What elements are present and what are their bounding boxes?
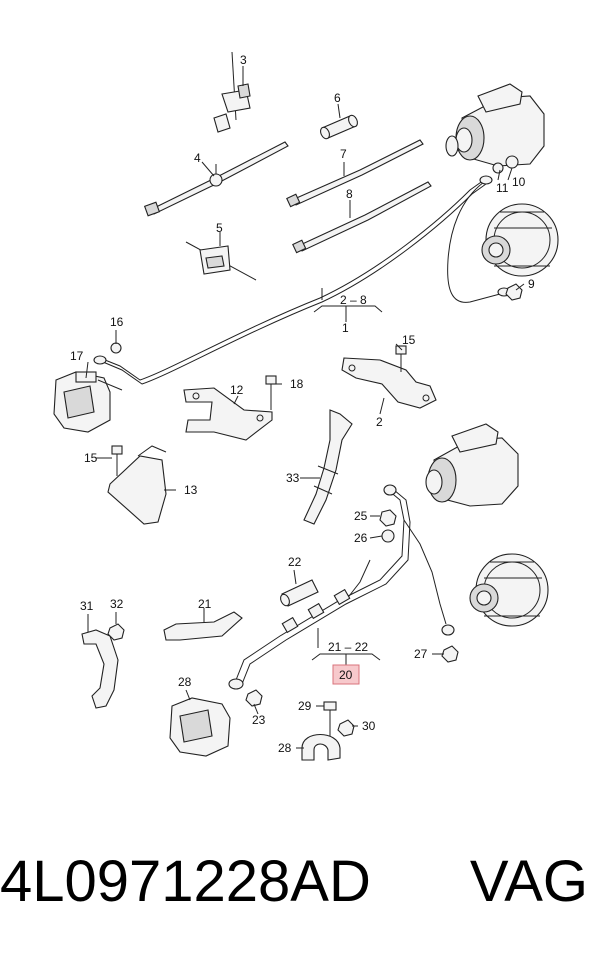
callout-15-upper: 15	[402, 333, 416, 347]
callout-5: 5	[216, 221, 223, 235]
part-starter-upper	[445, 83, 545, 167]
callout-12: 12	[230, 383, 244, 397]
callout-31: 31	[80, 599, 94, 613]
part-nut-10-11	[492, 155, 519, 174]
part-bracket-13	[107, 445, 167, 525]
callout-26: 27	[414, 647, 428, 661]
callout-32: 32	[110, 597, 124, 611]
part-bracket-31	[81, 629, 119, 709]
part-cable-tie-7	[286, 139, 424, 208]
callout-2: 2	[376, 415, 383, 429]
callout-16: 16	[110, 315, 124, 329]
part-bolt-15-lower	[111, 445, 123, 476]
parts-diagram: 3 6 4 7 8 10 11 5 9 2 – 8 1 16 17 15 18 …	[53, 51, 559, 761]
callout-10: 10	[512, 175, 526, 189]
range-bracket-upper	[313, 288, 383, 322]
callout-17: 17	[70, 349, 84, 363]
part-alternator-upper	[481, 203, 559, 277]
callout-33: 33	[286, 471, 300, 485]
callout-4: 4	[194, 151, 201, 165]
part-number: 4L0971228AD	[0, 849, 371, 914]
range-label-lower: 21 – 22	[328, 640, 368, 654]
callout-23: 23	[252, 713, 266, 727]
callout-22: 22	[288, 555, 302, 569]
part-bracket-12	[183, 387, 273, 441]
part-clip-strip-33	[303, 409, 353, 525]
part-sleeve-22	[280, 579, 319, 607]
callout-28: 28	[278, 741, 292, 755]
callout-labels: 3 6 4 7 8 10 11 5 9 2 – 8 1 16 17 15 18 …	[70, 53, 535, 755]
part-clip-5	[185, 232, 257, 281]
callout-1: 1	[342, 321, 349, 335]
part-relay-17	[53, 371, 123, 433]
part-harness-20	[228, 484, 455, 690]
footer: 4L0971228AD VAG	[0, 848, 600, 948]
callout-7: 7	[340, 147, 347, 161]
callout-11: 11	[496, 181, 509, 195]
highlight-box-20	[332, 664, 360, 685]
part-sleeve-25	[381, 529, 395, 543]
part-nut-30	[337, 719, 355, 737]
range-label-upper: 2 – 8	[340, 293, 367, 307]
callout-30: 30	[362, 719, 376, 733]
callout-15-lower: 15	[84, 451, 98, 465]
part-nut-23	[245, 689, 263, 707]
callout-21: 21	[198, 597, 212, 611]
part-cable-tie-8	[292, 181, 432, 254]
part-starter-lower	[425, 423, 519, 507]
part-cable-tie-4	[143, 141, 289, 217]
callout-27: 28	[178, 675, 192, 689]
part-relay-27	[169, 697, 231, 757]
callout-29: 29	[298, 699, 312, 713]
part-clamp-28	[301, 734, 341, 761]
part-nut-24	[379, 509, 397, 527]
callout-25: 26	[354, 531, 368, 545]
part-nut-9	[505, 283, 523, 301]
callout-24: 25	[354, 509, 368, 523]
part-connector-3	[213, 51, 251, 133]
part-nut-32	[107, 623, 125, 641]
part-alternator-lower	[469, 553, 549, 627]
part-bolt-18	[265, 375, 277, 410]
callout-13: 13	[184, 483, 198, 497]
part-bracket-2	[341, 357, 437, 409]
leader-lines	[85, 66, 525, 749]
callout-20: 20	[339, 668, 353, 682]
part-nut-16	[110, 342, 122, 354]
part-bolt-15-upper	[395, 345, 407, 372]
callout-9: 9	[528, 277, 535, 291]
callout-18: 18	[290, 377, 304, 391]
part-sleeve-6	[320, 103, 358, 140]
brand-label: VAG	[469, 849, 588, 914]
callout-8: 8	[346, 187, 353, 201]
callout-3: 3	[240, 53, 247, 67]
callout-6: 6	[334, 91, 341, 105]
part-nut-26	[441, 645, 459, 663]
range-bracket-lower	[311, 628, 381, 666]
part-hose-21	[163, 608, 243, 641]
